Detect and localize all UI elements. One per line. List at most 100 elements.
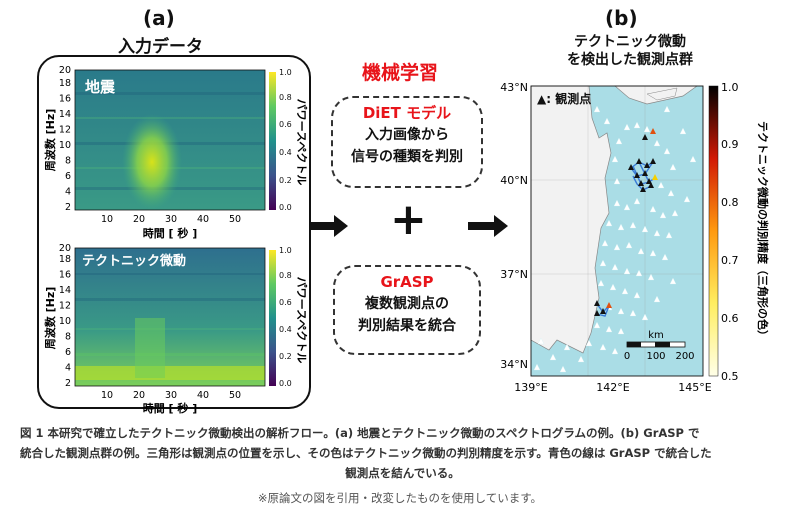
x-axis-label: 時間 [ 秒 ] <box>143 401 198 415</box>
svg-text:1.0: 1.0 <box>279 246 292 255</box>
tremor-signal <box>135 318 165 378</box>
arrow-right-icon <box>468 215 508 237</box>
colorbar <box>269 250 276 386</box>
grasp-box: GrASP 複数観測点の 判別結果を統合 <box>333 265 481 355</box>
y-ticks: 2 4 6 8 10 12 14 16 18 20 <box>59 243 71 389</box>
svg-text:0.6: 0.6 <box>279 298 292 307</box>
diet-model-name: DiET モデル <box>362 104 452 122</box>
svg-text:142°E: 142°E <box>596 381 629 394</box>
station-map: ▲: 観測点 43°N 40°N 37°N 34°N 139°E 142°E 1… <box>500 81 770 394</box>
svg-text:0.5: 0.5 <box>721 370 739 383</box>
accuracy-colorbar <box>708 85 719 377</box>
earthquake-signal <box>122 114 182 210</box>
svg-text:50: 50 <box>229 214 241 225</box>
svg-text:0.0: 0.0 <box>279 379 292 388</box>
svg-text:34°N: 34°N <box>500 358 528 371</box>
scale-unit: km <box>648 330 664 341</box>
diet-model-line1: 入力画像から <box>365 127 449 143</box>
svg-text:0.0: 0.0 <box>279 203 292 212</box>
svg-text:20: 20 <box>133 390 145 401</box>
svg-text:139°E: 139°E <box>514 381 547 394</box>
overlay-label: 地震 <box>85 78 116 96</box>
svg-text:10: 10 <box>59 140 71 151</box>
svg-text:14: 14 <box>59 109 71 120</box>
caption-line2: 統合した観測点群の例。三角形は観測点の位置を示し、その色はテクトニック微動の判別… <box>20 446 712 460</box>
grasp-line2: 判別結果を統合 <box>358 318 456 334</box>
svg-text:0.7: 0.7 <box>721 254 739 267</box>
colorbar-ticks: 0.0 0.2 0.4 0.6 0.8 1.0 <box>279 68 292 212</box>
svg-text:8: 8 <box>65 156 71 167</box>
svg-text:4: 4 <box>65 187 71 198</box>
spectrogram-area <box>75 248 265 386</box>
colorbar <box>269 72 276 210</box>
svg-text:145°E: 145°E <box>678 381 711 394</box>
svg-text:30: 30 <box>165 214 177 225</box>
station-triangles <box>533 105 697 373</box>
tremor-spectrogram: テクトニック微動 2 4 6 8 10 12 14 16 18 20 10 20… <box>43 243 308 415</box>
colorbar-label: パワースペクトル <box>295 277 308 364</box>
svg-text:6: 6 <box>65 171 71 182</box>
svg-text:20: 20 <box>133 214 145 225</box>
svg-text:43°N: 43°N <box>500 81 528 94</box>
diet-model-line2: 信号の種類を判別 <box>351 149 463 165</box>
svg-text:0.6: 0.6 <box>279 120 292 129</box>
svg-text:6: 6 <box>65 347 71 358</box>
svg-text:1.0: 1.0 <box>721 81 739 94</box>
svg-text:10: 10 <box>101 214 113 225</box>
svg-text:4: 4 <box>65 363 71 374</box>
spectrogram-texture <box>75 273 265 356</box>
svg-text:30: 30 <box>165 390 177 401</box>
svg-text:12: 12 <box>59 301 71 312</box>
svg-text:0.4: 0.4 <box>279 148 292 157</box>
svg-text:40: 40 <box>197 390 209 401</box>
svg-text:0.2: 0.2 <box>279 352 292 361</box>
honshu-land <box>530 85 612 354</box>
panel-a-label: (a) <box>143 6 175 30</box>
map-legend: ▲: 観測点 <box>537 91 591 106</box>
overlay-label: テクトニック微動 <box>82 253 186 269</box>
svg-text:14: 14 <box>59 285 71 296</box>
longitude-ticks: 139°E 142°E 145°E <box>514 381 711 394</box>
svg-text:100: 100 <box>646 351 665 362</box>
caption-line3: 観測点を結んでいる。 <box>345 466 460 480</box>
colorbar-label: パワースペクトル <box>295 99 308 186</box>
svg-text:0.8: 0.8 <box>721 196 739 209</box>
svg-text:0.8: 0.8 <box>279 93 292 102</box>
y-axis-label: 周波数 [Hz] <box>43 109 57 172</box>
latitude-ticks: 43°N 40°N 37°N 34°N <box>500 81 528 371</box>
detected-stations <box>594 128 658 316</box>
svg-text:12: 12 <box>59 125 71 136</box>
svg-text:0.6: 0.6 <box>721 312 739 325</box>
y-axis-label: 周波数 [Hz] <box>43 287 57 350</box>
svg-text:2: 2 <box>65 378 71 389</box>
svg-text:20: 20 <box>59 65 71 76</box>
x-ticks: 10 20 30 40 50 <box>101 214 241 225</box>
x-ticks: 10 20 30 40 50 <box>101 390 241 401</box>
plus-sign: + <box>390 194 427 245</box>
panel-a-title: 入力データ <box>118 37 203 57</box>
y-ticks: 2 4 6 8 10 12 14 16 18 20 <box>59 65 71 213</box>
earthquake-spectrogram: 地震 2 4 6 8 10 12 14 16 18 20 10 20 30 40… <box>43 65 308 240</box>
panel-b-title-line2: を検出した観測点群 <box>567 52 693 68</box>
grasp-line1: 複数観測点の <box>365 296 449 312</box>
svg-text:0.4: 0.4 <box>279 325 292 334</box>
machine-learning-title: 機械学習 <box>362 62 439 84</box>
source-note: ※原論文の図を引用・改変したものを使用しています。 <box>257 491 543 505</box>
svg-text:1.0: 1.0 <box>279 68 292 77</box>
svg-text:50: 50 <box>229 390 241 401</box>
svg-text:0.8: 0.8 <box>279 271 292 280</box>
diet-model-box: DiET モデル 入力画像から 信号の種類を判別 <box>331 96 483 188</box>
svg-text:2: 2 <box>65 202 71 213</box>
x-axis-label: 時間 [ 秒 ] <box>143 226 198 240</box>
panel-b-label: (b) <box>605 6 638 30</box>
coast-detail <box>646 87 678 101</box>
svg-text:0: 0 <box>624 351 630 362</box>
svg-text:0.9: 0.9 <box>721 138 739 151</box>
svg-text:40°N: 40°N <box>500 174 528 187</box>
svg-text:37°N: 37°N <box>500 268 528 281</box>
colorbar-ticks: 0.0 0.2 0.4 0.6 0.8 1.0 <box>279 246 292 388</box>
svg-text:40: 40 <box>197 214 209 225</box>
figure-caption: 図 1 本研究で確立したテクトニック微動検出の解析フロー。(a) 地震とテクトニ… <box>20 423 785 483</box>
scale-bar: km 0 100 200 <box>624 330 695 362</box>
svg-text:10: 10 <box>59 316 71 327</box>
